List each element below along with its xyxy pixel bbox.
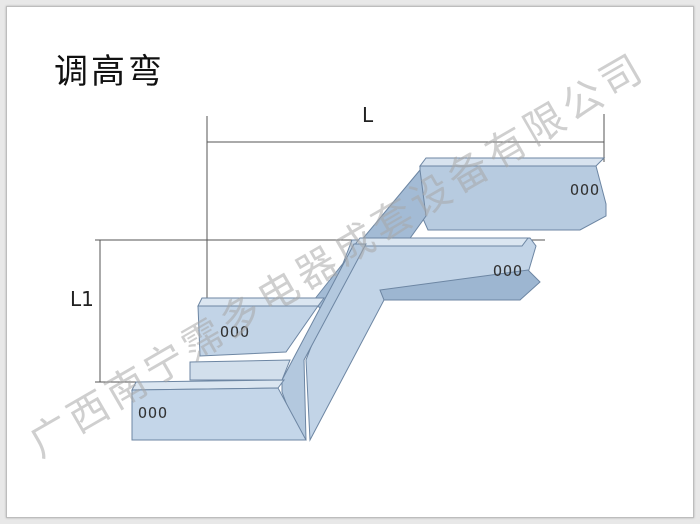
upper-section (419, 157, 607, 231)
dim-length-label: L (362, 103, 374, 127)
middle-top-rim (353, 237, 529, 247)
diagram-title: 调高弯 (54, 52, 165, 92)
slot-mark-lower: OOO (138, 404, 168, 422)
riser-section (305, 168, 541, 442)
lower-left-ledge (197, 297, 325, 357)
middle-bottom-lip (379, 269, 541, 301)
lower-tray-face (131, 387, 307, 441)
slot-mark-upper: OOO (570, 181, 600, 199)
slot-mark-ledge: OOO (220, 323, 250, 341)
slot-mark-middle: OOO (493, 262, 523, 280)
watermark: 广 西 南 宁 霈 多 电 器 成 套 设 备 有 限 公 司 (22, 47, 650, 467)
ledge-face (197, 305, 319, 357)
dim-height-label: L1 (70, 287, 94, 311)
lower-section (131, 379, 307, 441)
